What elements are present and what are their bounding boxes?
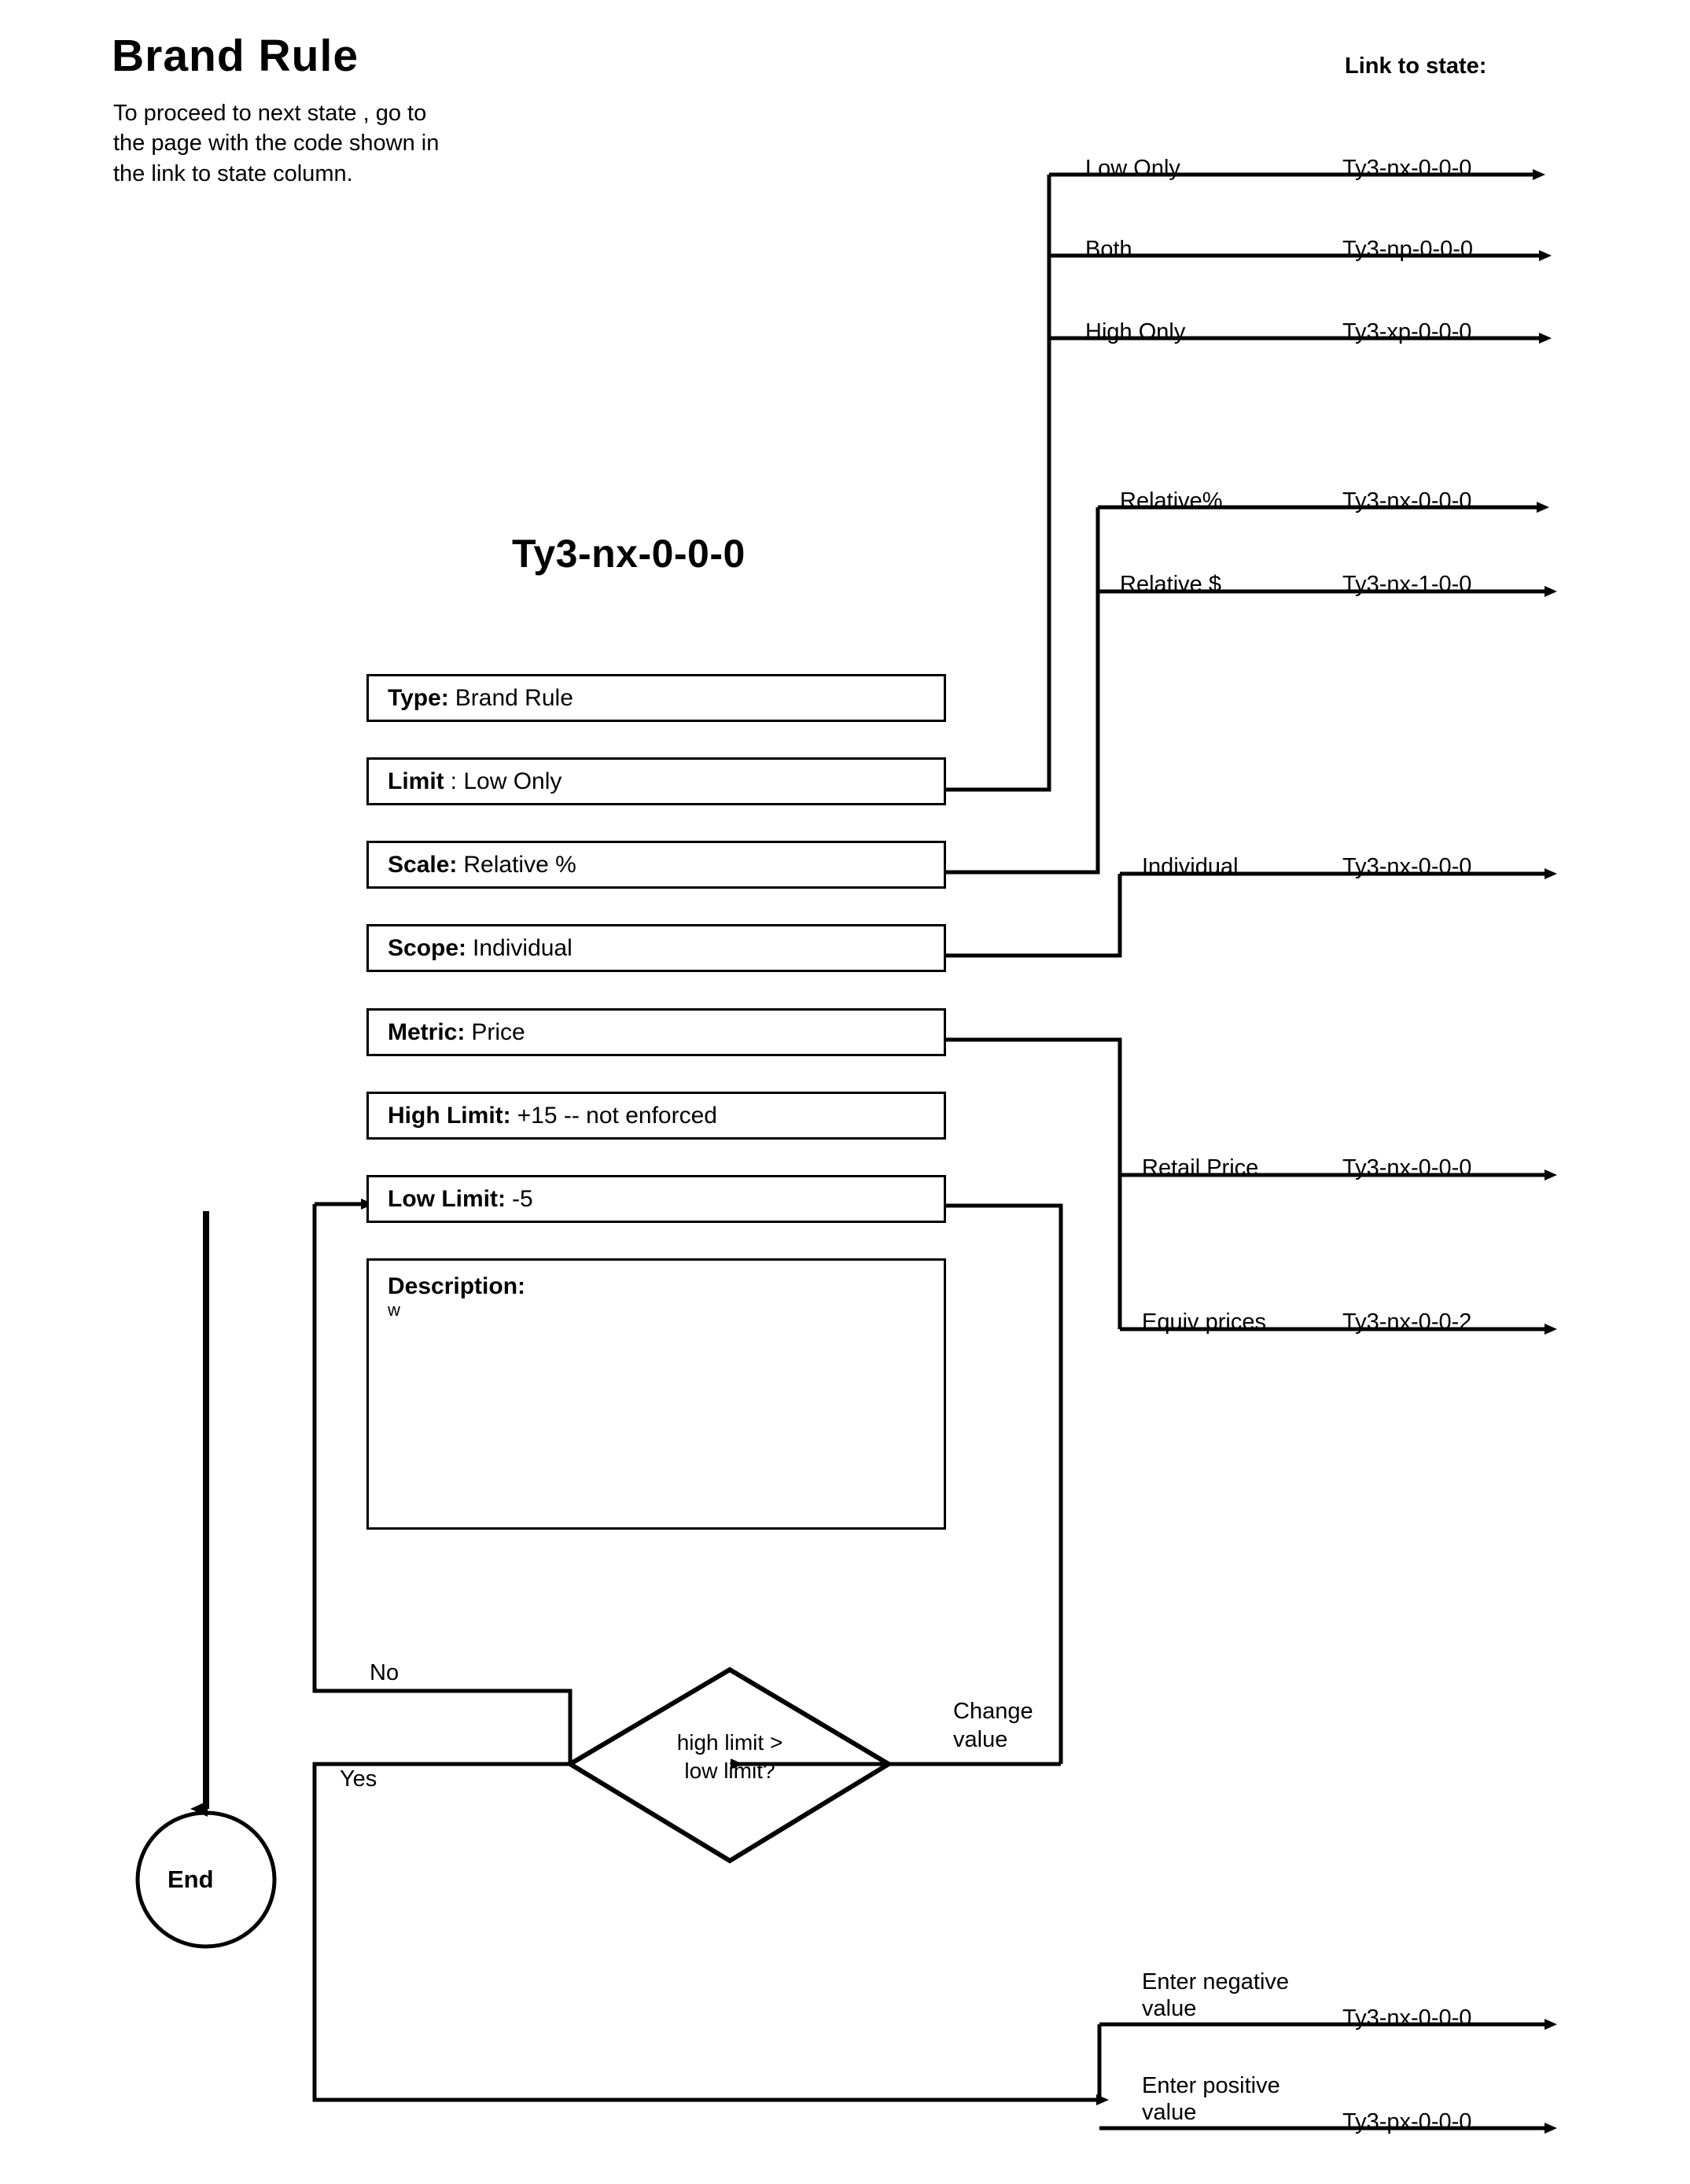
branch-label-retail-price: Retail Price (1142, 1155, 1259, 1180)
intro-instructions: To proceed to next state , go to the pag… (113, 101, 440, 186)
branch-code-enter-positive-value[interactable]: Ty3-px-0-0-0 (1342, 2109, 1472, 2134)
field-scope-value: Individual (473, 934, 573, 961)
branch-code-both[interactable]: Ty3-np-0-0-0 (1342, 237, 1474, 262)
branch-code-equiv-prices[interactable]: Ty3-nx-0-0-2 (1342, 1309, 1472, 1335)
field-high-limit-value: +15 -- not enforced (517, 1102, 717, 1129)
link-to-state-heading: Link to state: (1345, 53, 1487, 79)
edge-label-yes: Yes (340, 1766, 377, 1792)
field-high-limit[interactable]: High Limit: +15 -- not enforced (366, 1092, 946, 1140)
branch-label-individual: Individual (1142, 854, 1239, 879)
field-scale-value: Relative % (463, 851, 576, 878)
branch-code-individual[interactable]: Ty3-nx-0-0-0 (1342, 854, 1472, 879)
branch-label-high-only: High Only (1085, 319, 1186, 344)
branch-code-retail-price[interactable]: Ty3-nx-0-0-0 (1342, 1155, 1472, 1180)
page-title: Brand Rule (112, 31, 359, 81)
field-low-limit-key: Low Limit: (388, 1185, 506, 1212)
branch-code-enter-negative-value[interactable]: Ty3-nx-0-0-0 (1342, 2005, 1472, 2031)
current-state-code: Ty3-nx-0-0-0 (512, 532, 746, 576)
branch-code-relative-dollar[interactable]: Ty3-nx-1-0-0 (1342, 572, 1472, 597)
field-scale-key: Scale: (388, 851, 458, 878)
decision-label-line2: low limit? (684, 1758, 775, 1783)
edge-label-change-value-line1: Change (953, 1699, 1033, 1724)
field-limit-key: Limit (388, 768, 444, 794)
field-description[interactable]: Description: w (366, 1258, 946, 1530)
end-node-label: End (168, 1865, 214, 1893)
field-high-limit-key: High Limit: (388, 1102, 511, 1129)
field-limit[interactable]: Limit : Low Only (366, 757, 946, 805)
branch-label-enter-negative-value-line2: value (1142, 1996, 1197, 2021)
field-type-value: Brand Rule (455, 684, 573, 711)
branch-code-relative-percent[interactable]: Ty3-nx-0-0-0 (1342, 488, 1472, 514)
field-limit-value: : Low Only (450, 768, 562, 794)
branch-code-high-only[interactable]: Ty3-xp-0-0-0 (1342, 319, 1472, 344)
decision-label-line1: high limit > (676, 1730, 783, 1755)
branch-code-low-only[interactable]: Ty3-nx-0-0-0 (1342, 156, 1472, 181)
field-metric[interactable]: Metric: Price (366, 1008, 946, 1056)
branch-label-enter-positive-value-line1: Enter positive (1142, 2073, 1280, 2098)
field-description-key: Description: (388, 1273, 526, 1299)
field-scope-key: Scope: (388, 934, 467, 961)
field-metric-value: Price (471, 1018, 525, 1045)
branch-label-both: Both (1085, 237, 1132, 262)
branch-label-enter-positive-value-line2: value (1142, 2100, 1197, 2125)
branch-label-relative-dollar: Relative $ (1120, 572, 1221, 597)
field-description-value: w (388, 1300, 400, 1320)
edge-label-no: No (370, 1660, 399, 1685)
branch-label-low-only: Low Only (1085, 156, 1180, 181)
branch-label-enter-negative-value-line1: Enter negative (1142, 1969, 1290, 1994)
field-low-limit[interactable]: Low Limit: -5 (366, 1175, 946, 1223)
branch-label-relative-percent: Relative% (1120, 488, 1223, 514)
field-scope[interactable]: Scope: Individual (366, 924, 946, 972)
decision-label: high limit > low limit? (659, 1729, 801, 1785)
edge-label-change-value-line2: value (953, 1727, 1008, 1752)
field-type[interactable]: Type: Brand Rule (366, 674, 946, 722)
field-scale[interactable]: Scale: Relative % (366, 841, 946, 889)
field-metric-key: Metric: (388, 1018, 466, 1045)
field-type-key: Type: (388, 684, 449, 711)
field-low-limit-value: -5 (511, 1185, 533, 1212)
branch-label-equiv-prices: Equiv prices (1142, 1309, 1266, 1335)
